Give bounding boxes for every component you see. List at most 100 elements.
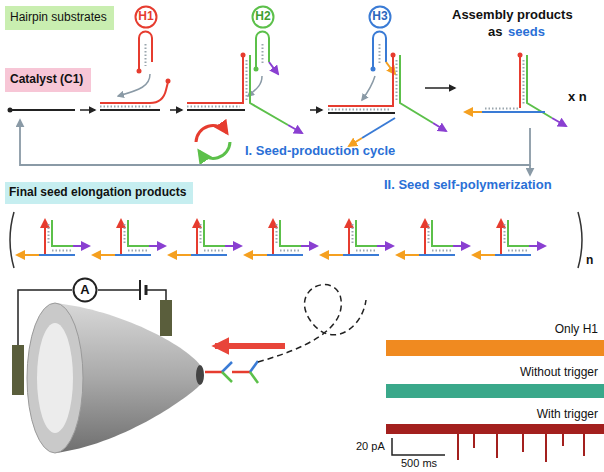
scale-label: 500 ms [401,457,437,470]
hairpin-h1 [118,74,150,96]
hairpin-h1 [145,44,147,66]
circle-outline [136,7,157,28]
hairpin-h2 [262,44,264,64]
seed-chain [128,250,149,252]
current-traces [386,340,604,356]
seed-chain [44,220,46,254]
hairpin-tag: H2 [251,5,275,29]
multiplier: x n [568,90,587,105]
seed-chain [17,254,39,256]
seed-chain [419,254,455,256]
seed-chain [321,254,343,256]
seed-chain [473,254,495,256]
scale-label: 20 pA [356,440,385,453]
current-traces [386,424,604,434]
flow-arrows [20,120,530,175]
seed-chain [280,250,301,252]
current-traces [562,432,564,446]
seed-chain [191,254,227,256]
seed-chain [93,254,115,256]
translocating-seeds [215,343,285,349]
cycle-arrows [199,142,230,158]
seed-chain [52,220,73,246]
nanopore [27,303,83,453]
seed-chain [272,220,274,254]
seed-chain [17,220,89,255]
bracket [10,212,582,268]
intermediate-3 [328,112,395,114]
seed-chain [397,254,419,256]
seed-chain [321,220,393,255]
node-text: Final seed elongation products [9,186,189,200]
current-traces [457,432,459,460]
seed-chain [352,224,354,244]
hairpin-h1 [118,32,152,97]
seed-chain [508,220,529,246]
assembly-product [527,55,552,118]
flow-arrows [20,120,530,165]
node-text: Catalyst (C1) [10,73,86,87]
seed-chain [120,220,122,254]
assembly-product [518,53,523,58]
seed-chain [169,220,241,255]
intermediate-1 [100,79,182,111]
hairpin-h3 [373,32,386,69]
seed-chain [356,250,377,252]
hairpin-h1 [137,69,142,74]
assembly-product [552,118,566,126]
cycle-arrows [196,126,227,142]
node-text: H1 [138,10,153,24]
intermediate-1 [100,82,168,103]
current-traces [545,432,547,462]
intermediate-1 [170,109,182,111]
intermediate-3 [328,55,393,106]
bracket [10,212,14,268]
intermediate-1 [100,106,152,108]
seed-chain [245,220,317,255]
node-text: A [80,283,89,298]
stage-label: as [488,25,502,40]
hairpin-h3 [379,44,381,64]
intermediate-2 [187,109,245,111]
translocating-seeds [232,371,250,374]
assembly-product [519,55,521,108]
seed-chain [432,220,453,246]
assembly-product [523,60,525,104]
assembly-product [482,111,545,113]
intermediate-2 [246,60,248,100]
hairpin-h1 [139,32,152,71]
circle-outline [253,7,274,28]
seed-chain [204,220,225,246]
seed-chain [348,220,350,254]
seed-chain [276,224,278,244]
translocating-seeds [250,372,258,383]
intermediate-2 [187,55,243,103]
bracket [578,212,582,268]
intermediate-3 [328,53,455,147]
products-box: Final seed elongation products [5,182,193,204]
circuit [146,290,166,300]
seed-chain [93,220,165,255]
translocating-seeds [205,285,366,383]
assembly-product [465,111,482,113]
intermediate-1 [166,79,171,84]
current-traces [583,432,585,456]
seed-chain [504,224,506,244]
catalyst-strand [8,108,96,113]
intermediate-3 [391,53,396,58]
circle-outline [370,7,391,28]
title-box: Hairpin substrates [5,6,114,30]
seed-chain [73,245,89,247]
intermediate-2 [250,55,288,125]
seed-chain [356,220,377,246]
intermediate-2 [187,53,322,134]
hairpin-h2 [248,32,278,97]
intermediate-1 [100,109,160,111]
circuit [18,290,72,345]
node-text: H3 [372,10,387,24]
intermediate-2 [241,53,246,58]
current-traces [522,432,524,452]
seed-chain [39,254,75,256]
seed-chain [453,245,469,247]
